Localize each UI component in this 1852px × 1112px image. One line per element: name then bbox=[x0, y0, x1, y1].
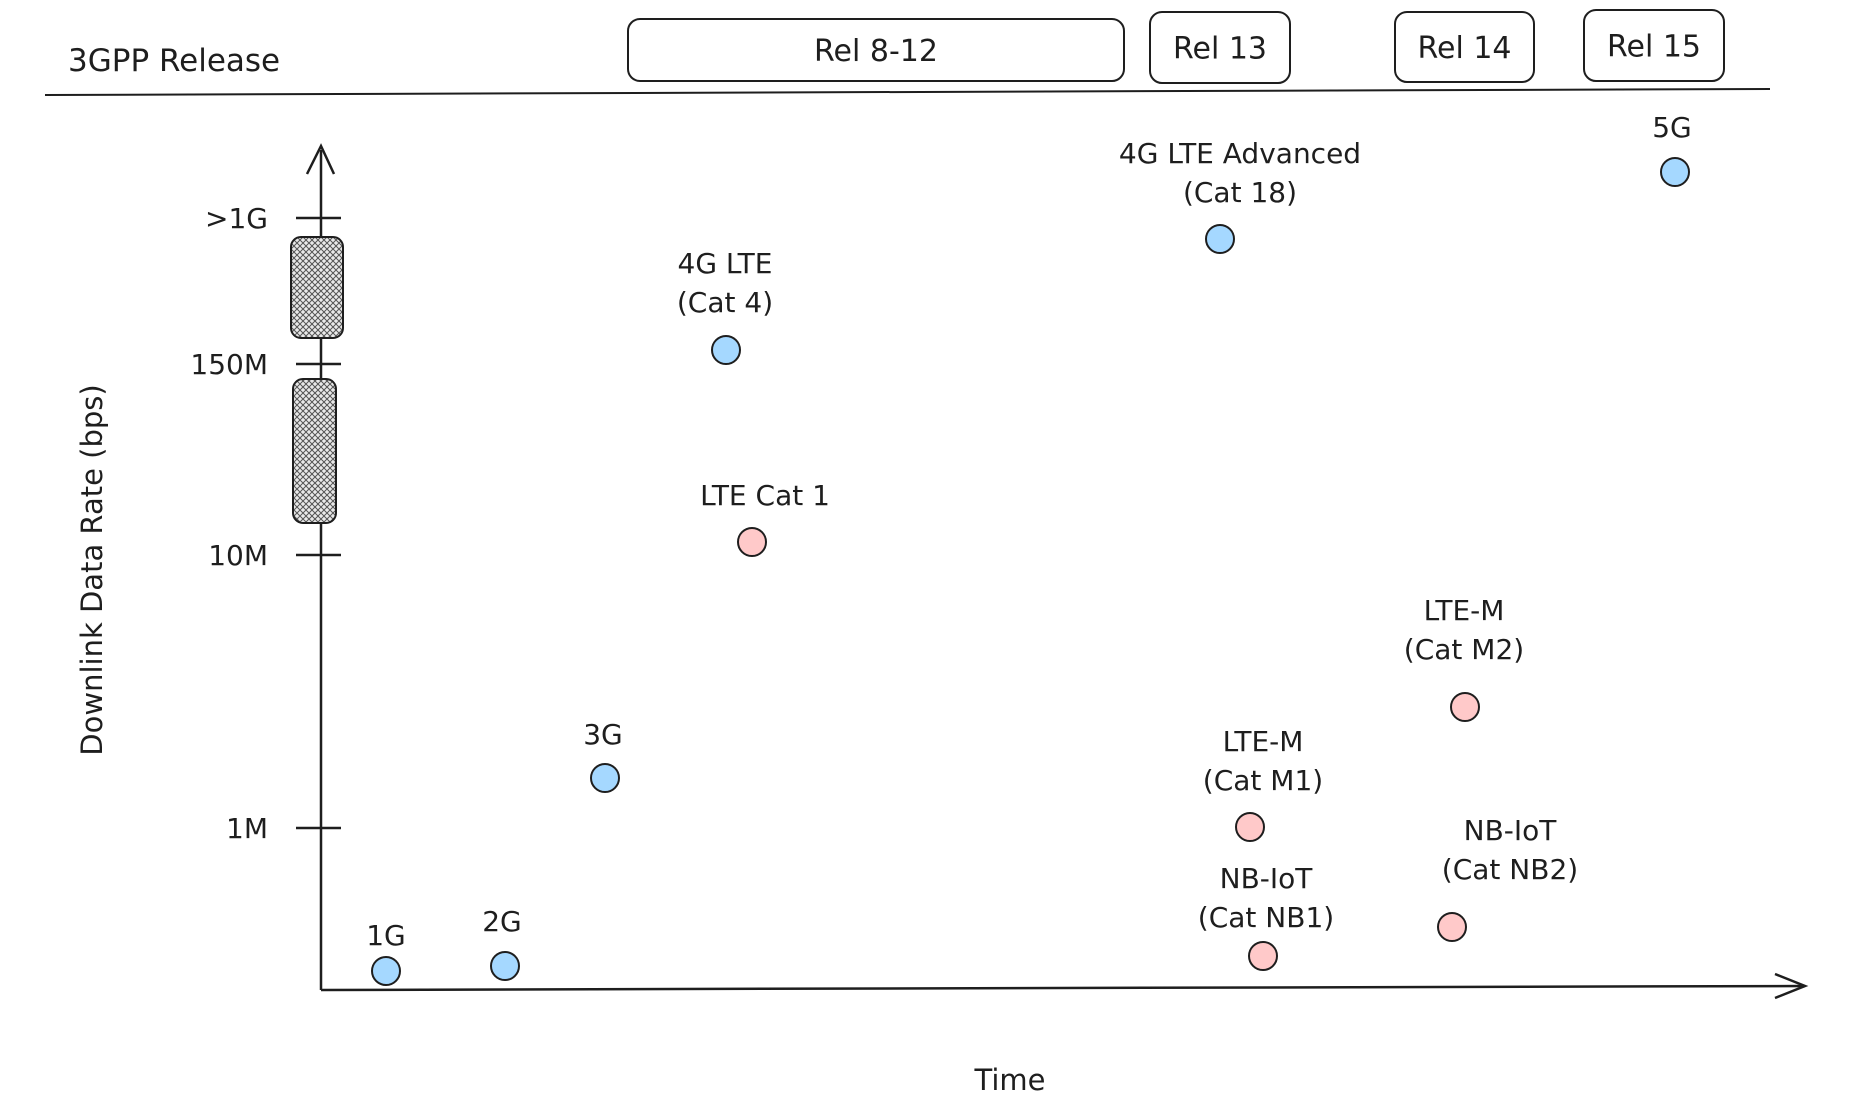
data-point-label: NB-IoT bbox=[1220, 862, 1314, 895]
x-axis-label: Time bbox=[974, 1063, 1046, 1097]
data-point-marker bbox=[737, 527, 767, 557]
release-box-4: Rel 15 bbox=[1583, 9, 1725, 82]
data-point-label: 1G bbox=[366, 919, 406, 952]
data-point-marker bbox=[1450, 692, 1480, 722]
data-point: LTE-M (Cat M1) bbox=[1203, 725, 1323, 842]
data-point-marker bbox=[711, 335, 741, 365]
data-point: LTE Cat 1 bbox=[700, 479, 830, 557]
data-point-label: LTE Cat 1 bbox=[700, 479, 830, 512]
release-header-label: 3GPP Release bbox=[68, 43, 280, 79]
x-axis bbox=[320, 984, 1806, 992]
data-point: 5G bbox=[1652, 111, 1692, 187]
data-point-marker bbox=[1235, 812, 1265, 842]
data-point: 3G bbox=[583, 718, 623, 793]
y-tick-label: 150M bbox=[190, 348, 268, 381]
y-tick-label: >1G bbox=[205, 202, 268, 235]
data-point-marker bbox=[1437, 912, 1467, 942]
data-point-label: (Cat 4) bbox=[677, 286, 773, 319]
data-point-label: (Cat NB1) bbox=[1198, 901, 1334, 934]
data-point-label: 3G bbox=[583, 718, 623, 751]
data-point-marker bbox=[1205, 224, 1235, 254]
data-point-label: LTE-M bbox=[1223, 725, 1304, 758]
data-point-label: 2G bbox=[482, 905, 522, 938]
axis-break-mark bbox=[290, 236, 344, 339]
data-point: 4G LTE (Cat 4) bbox=[677, 247, 773, 365]
data-point-label: (Cat 18) bbox=[1183, 176, 1297, 209]
y-axis-label: Downlink Data Rate (bps) bbox=[75, 384, 109, 755]
data-point: NB-IoT (Cat NB2) bbox=[1437, 814, 1578, 942]
release-label: Rel 15 bbox=[1607, 30, 1701, 65]
data-point-marker bbox=[490, 951, 520, 981]
y-axis-arrowhead bbox=[305, 143, 336, 175]
data-point-marker bbox=[590, 763, 620, 793]
data-point-label: 4G LTE bbox=[678, 247, 773, 280]
release-box-2: Rel 13 bbox=[1149, 11, 1291, 84]
y-tick-label: 10M bbox=[208, 539, 268, 572]
data-point: 2G bbox=[482, 905, 522, 981]
data-point-marker bbox=[371, 956, 401, 986]
data-point-label: NB-IoT bbox=[1464, 814, 1558, 847]
header-divider bbox=[44, 88, 1771, 96]
data-point-label: (Cat M1) bbox=[1203, 764, 1323, 797]
data-point-marker bbox=[1248, 941, 1278, 971]
data-point-label: (Cat M2) bbox=[1404, 633, 1524, 666]
release-label: Rel 13 bbox=[1173, 32, 1267, 67]
data-point-label: (Cat NB2) bbox=[1442, 853, 1578, 886]
release-box-3: Rel 14 bbox=[1394, 11, 1535, 83]
data-point: NB-IoT (Cat NB1) bbox=[1198, 862, 1334, 971]
data-point-marker bbox=[1660, 157, 1690, 187]
release-label: Rel 14 bbox=[1418, 31, 1512, 66]
release-box-1: Rel 8-12 bbox=[627, 18, 1125, 82]
x-axis-arrowhead bbox=[1774, 972, 1809, 1000]
y-tick-label: 1M bbox=[226, 812, 268, 845]
data-point: 4G LTE Advanced (Cat 18) bbox=[1119, 137, 1361, 254]
data-point-label: LTE-M bbox=[1424, 594, 1505, 627]
data-point: 1G bbox=[366, 919, 406, 986]
data-point-label: 4G LTE Advanced bbox=[1119, 137, 1361, 170]
data-point-label: 5G bbox=[1652, 111, 1692, 144]
data-point: LTE-M (Cat M2) bbox=[1404, 594, 1524, 722]
axis-break-mark bbox=[292, 378, 337, 524]
release-label: Rel 8-12 bbox=[814, 34, 938, 69]
